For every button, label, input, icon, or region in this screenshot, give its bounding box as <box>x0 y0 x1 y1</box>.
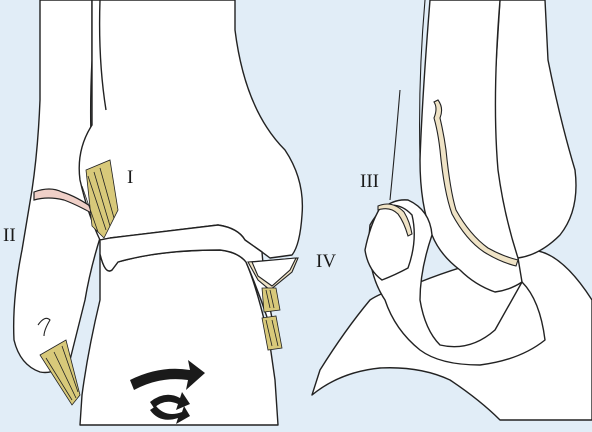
label-stage-three: III <box>360 172 379 191</box>
label-stage-four: IV <box>316 252 336 271</box>
label-stage-one: I <box>127 168 133 187</box>
label-stage-two: II <box>3 226 16 245</box>
